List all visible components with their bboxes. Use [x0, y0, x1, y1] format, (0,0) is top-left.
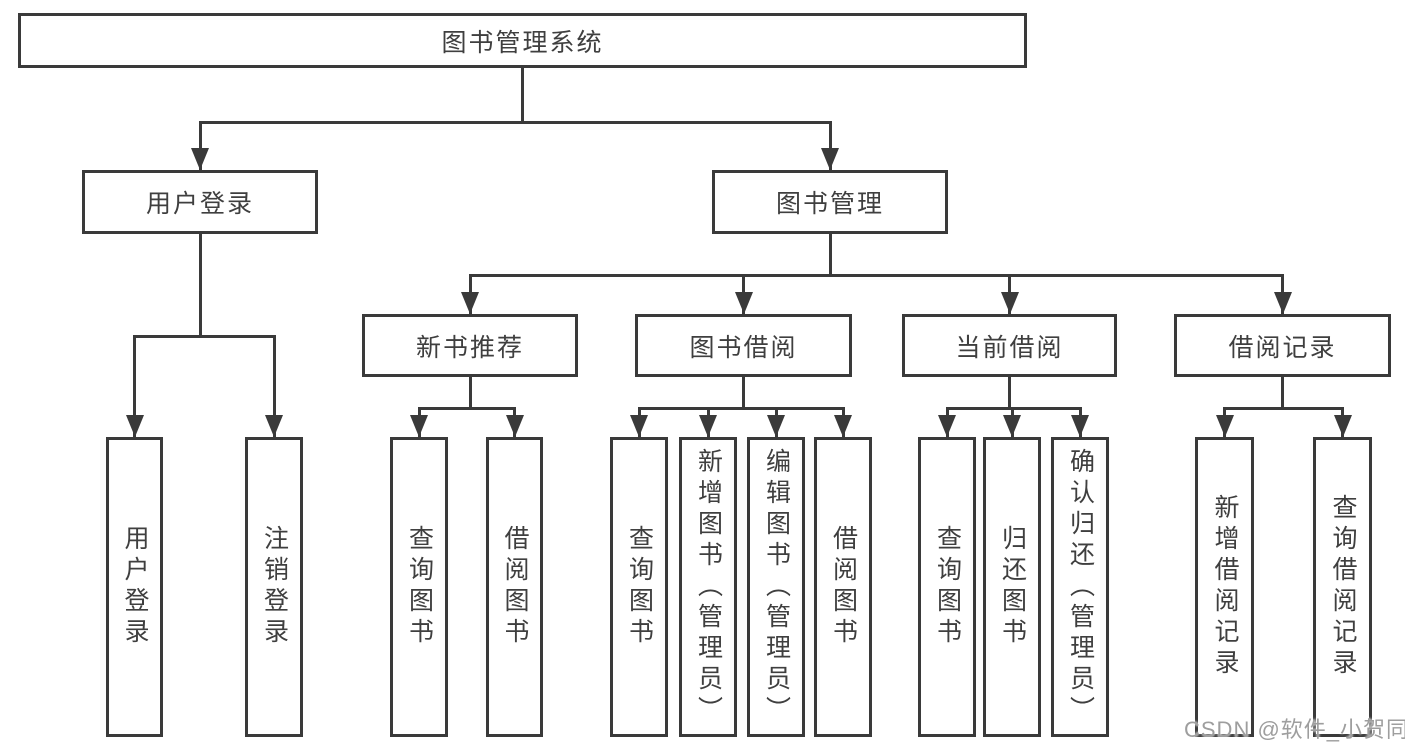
- connector-line: [1223, 407, 1344, 410]
- arrow-down-icon: [938, 415, 956, 437]
- node-current-borrow: 当前借阅: [902, 314, 1117, 377]
- node-new-book-rec: 新书推荐: [362, 314, 578, 377]
- arrow-down-icon: [1273, 292, 1292, 314]
- connector-line: [521, 68, 524, 124]
- node-book-borrow: 图书借阅: [635, 314, 852, 377]
- node-leaf-bb-query: 查询图书: [610, 437, 668, 737]
- arrow-down-icon: [1000, 292, 1019, 314]
- arrow-down-icon: [505, 415, 524, 437]
- node-leaf-logout: 注销登录: [245, 437, 303, 737]
- node-leaf-nbr-query: 查询图书: [390, 437, 448, 737]
- node-leaf-br-query: 查询借阅记录: [1313, 437, 1372, 737]
- connector-line: [1008, 377, 1011, 410]
- node-leaf-cb-query: 查询图书: [918, 437, 976, 737]
- arrow-down-icon: [834, 415, 852, 437]
- arrow-down-icon: [767, 415, 785, 437]
- connector-line: [945, 407, 1082, 410]
- connector-line: [468, 377, 472, 410]
- connector-line: [198, 121, 832, 124]
- arrow-down-icon: [1333, 415, 1352, 437]
- connector-line: [133, 335, 276, 338]
- connector-line: [468, 274, 1284, 277]
- connector-line: [1281, 377, 1284, 410]
- arrow-down-icon: [821, 148, 839, 170]
- node-leaf-cb-confirm: 确认归还（管理员）: [1051, 437, 1109, 737]
- connector-line: [417, 407, 516, 410]
- connector-line: [272, 335, 276, 437]
- node-borrow-record: 借阅记录: [1174, 314, 1391, 377]
- connector-line: [828, 121, 832, 170]
- node-root: 图书管理系统: [18, 13, 1027, 68]
- node-book-mgmt: 图书管理: [712, 170, 948, 234]
- connector-line: [828, 234, 832, 277]
- node-leaf-bb-add: 新增图书（管理员）: [679, 437, 737, 737]
- connector-line: [742, 377, 745, 410]
- node-leaf-user-login: 用户登录: [106, 437, 163, 737]
- csdn-watermark: CSDN @软件_小贺同学: [1184, 717, 1405, 742]
- node-leaf-bb-borrow: 借阅图书: [814, 437, 872, 737]
- arrow-down-icon: [630, 415, 648, 437]
- arrow-down-icon: [1071, 415, 1089, 437]
- arrow-down-icon: [734, 292, 753, 314]
- arrow-down-icon: [191, 148, 209, 170]
- arrow-down-icon: [461, 292, 479, 314]
- connector-line: [198, 234, 202, 338]
- arrow-down-icon: [699, 415, 717, 437]
- node-leaf-cb-return: 归还图书: [983, 437, 1041, 737]
- connector-line: [198, 121, 202, 170]
- arrow-down-icon: [1215, 415, 1234, 437]
- arrow-down-icon: [125, 415, 144, 437]
- arrow-down-icon: [410, 415, 428, 437]
- arrow-down-icon: [1003, 415, 1021, 437]
- connector-line: [133, 335, 136, 437]
- node-leaf-bb-edit: 编辑图书（管理员）: [747, 437, 805, 737]
- node-user-login: 用户登录: [82, 170, 318, 234]
- arrow-down-icon: [265, 415, 283, 437]
- node-leaf-nbr-borrow: 借阅图书: [486, 437, 543, 737]
- connector-line: [637, 407, 845, 410]
- node-leaf-br-add: 新增借阅记录: [1195, 437, 1254, 737]
